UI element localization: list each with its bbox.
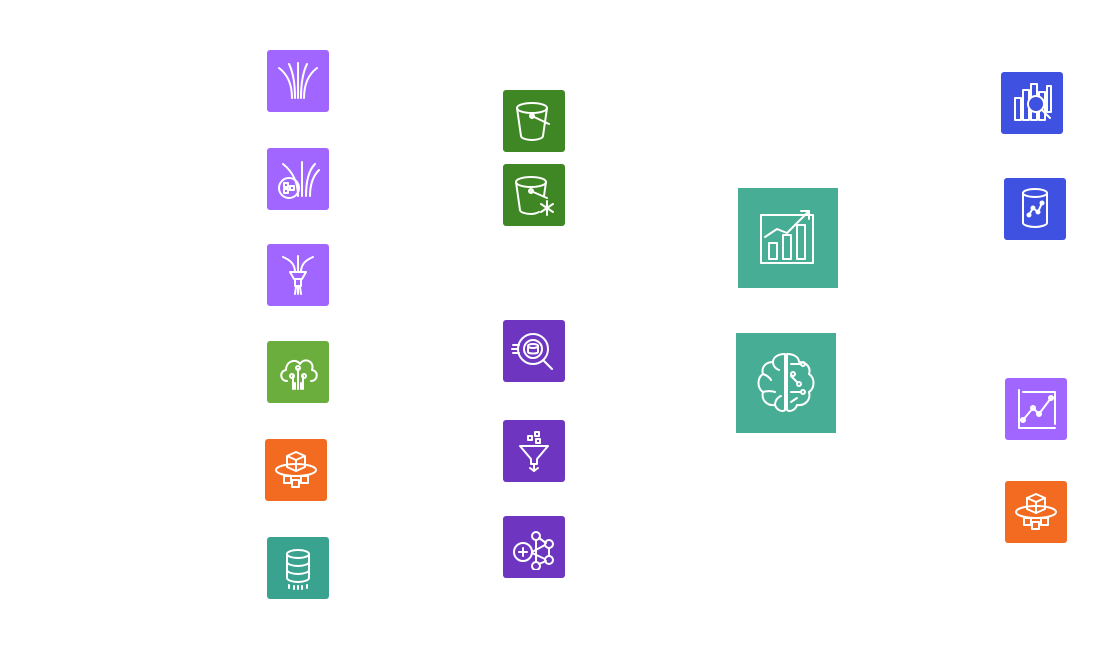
kinesis-video-streams-icon <box>267 148 329 210</box>
glue-etl-icon <box>503 420 565 482</box>
s3-glacier-icon <box>503 164 565 226</box>
kinesis-data-streams-icon <box>267 50 329 112</box>
greengrass-edge-icon <box>1005 481 1067 543</box>
athena-query-icon <box>503 320 565 382</box>
sagemaker-brain-icon <box>736 333 836 433</box>
quicksight-chart-icon <box>1005 378 1067 440</box>
iot-greengrass-icon <box>265 439 327 501</box>
s3-bucket-icon <box>503 90 565 152</box>
opensearch-icon <box>1001 72 1063 134</box>
glue-catalog-icon <box>503 516 565 578</box>
timestream-database-icon <box>267 537 329 599</box>
forecast-chart-icon <box>738 188 838 288</box>
iot-core-icon <box>267 341 329 403</box>
kinesis-firehose-icon <box>267 244 329 306</box>
timestream-analytics-icon <box>1004 178 1066 240</box>
